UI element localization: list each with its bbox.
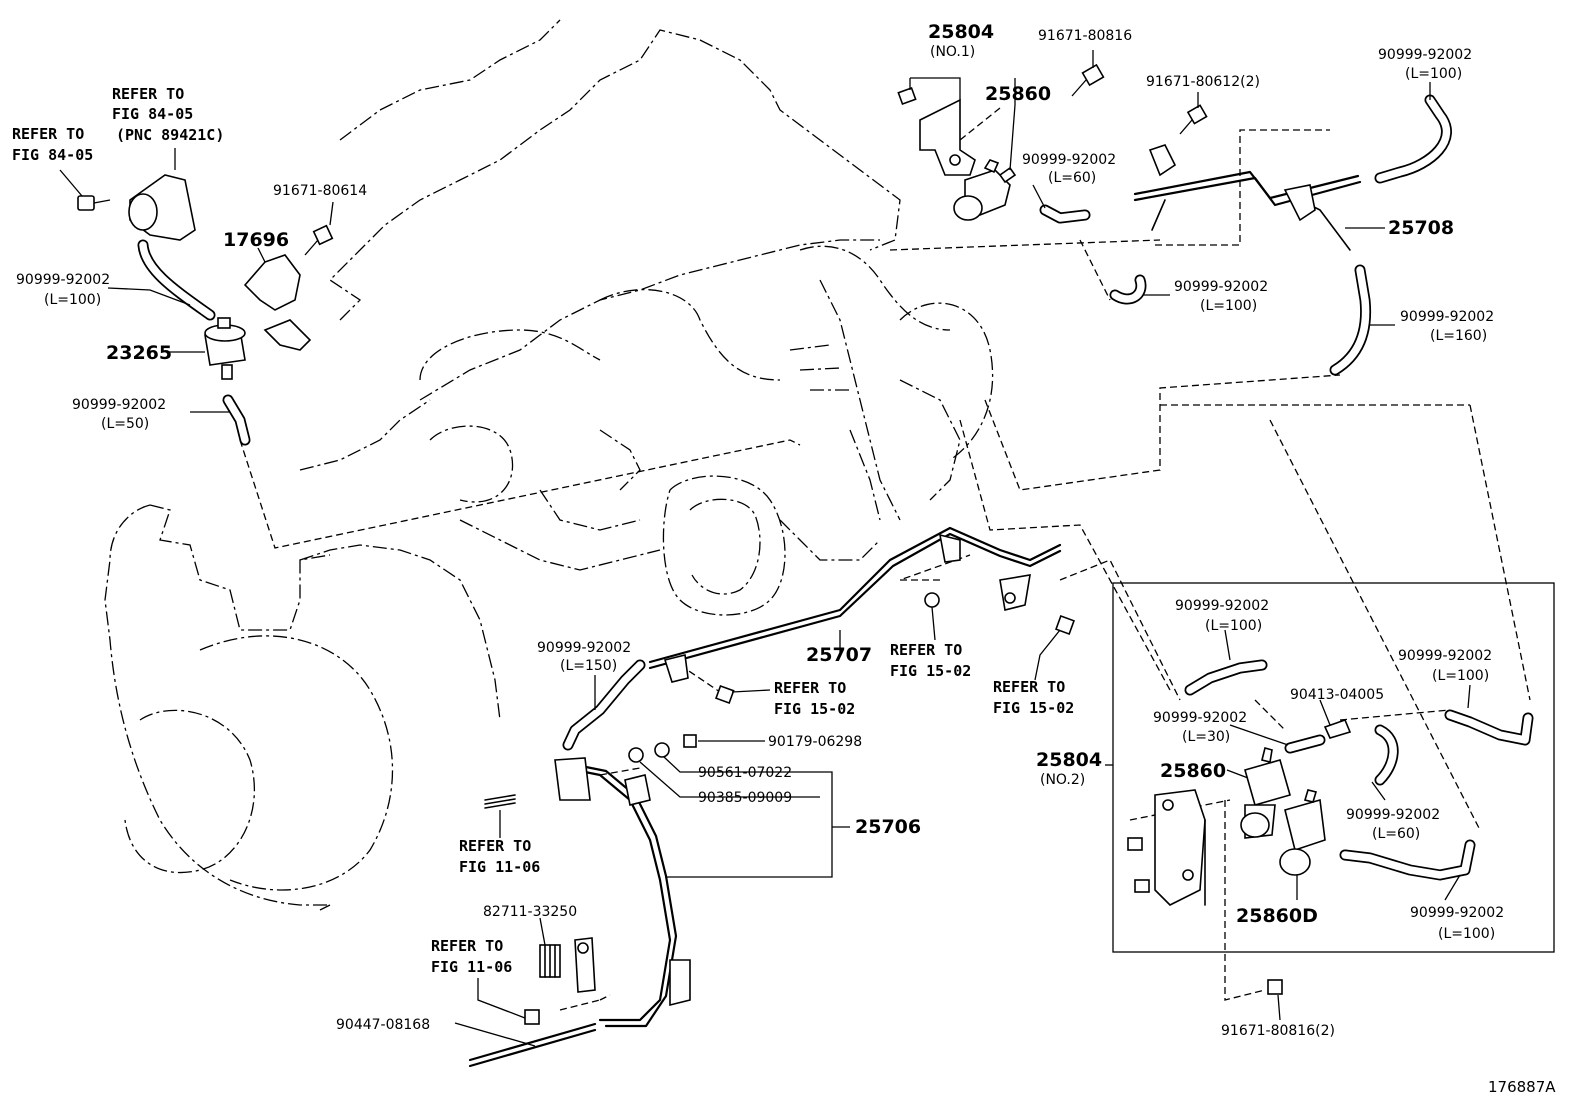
label-hose-c-sub: (L=100) bbox=[1200, 298, 1257, 314]
label-hose-d-sub: (L=160) bbox=[1430, 328, 1487, 344]
label-refer-84-05-a-3: (PNC 89421C) bbox=[116, 126, 224, 144]
label-91671-80612: 91671-80612(2) bbox=[1146, 74, 1260, 90]
labels: 25804 (NO.1) 91671-80816 91671-80612(2) … bbox=[12, 21, 1556, 1096]
label-82711-33250: 82711-33250 bbox=[483, 904, 577, 920]
label-hose-e-sub: (L=100) bbox=[44, 292, 101, 308]
label-hose-e: 90999-92002 bbox=[16, 272, 110, 288]
label-refer-84-05-b-1: REFER TO bbox=[12, 125, 84, 143]
pipe-25708 bbox=[1133, 144, 1362, 251]
label-25706: 25706 bbox=[855, 816, 921, 838]
label-25804-no2-sub: (NO.2) bbox=[1040, 772, 1085, 788]
label-91671-80816-top: 91671-80816 bbox=[1038, 28, 1132, 44]
label-25860-top: 25860 bbox=[985, 83, 1051, 105]
label-25804-no1: 25804 bbox=[928, 21, 994, 43]
label-refer-15-02-b-2: FIG 15-02 bbox=[774, 700, 855, 718]
label-hose-i-sub: (L=30) bbox=[1182, 729, 1230, 745]
label-90561-07022: 90561-07022 bbox=[698, 765, 792, 781]
label-hose-a-sub: (L=100) bbox=[1405, 66, 1462, 82]
label-hose-k-sub: (L=60) bbox=[1372, 826, 1420, 842]
label-hose-h-sub: (L=100) bbox=[1205, 618, 1262, 634]
transmission-outline bbox=[104, 504, 501, 911]
label-hose-f-sub: (L=50) bbox=[101, 416, 149, 432]
hose-150 bbox=[562, 659, 646, 751]
connection-lines bbox=[239, 107, 1531, 1011]
label-90447-08168: 90447-08168 bbox=[336, 1017, 430, 1033]
hoses-top bbox=[1039, 94, 1452, 376]
label-25708: 25708 bbox=[1388, 217, 1454, 239]
label-hose-l: 90999-92002 bbox=[1410, 905, 1504, 921]
vsv-no2-box bbox=[1112, 582, 1555, 995]
vsv-top-assembly bbox=[897, 63, 1208, 221]
figure-id: 176887A bbox=[1488, 1078, 1556, 1096]
label-refer-15-02-b-1: REFER TO bbox=[774, 679, 846, 697]
label-refer-15-02-c-1: REFER TO bbox=[993, 678, 1065, 696]
label-refer-84-05-b-2: FIG 84-05 bbox=[12, 146, 93, 164]
label-25860-bot: 25860 bbox=[1160, 760, 1226, 782]
label-hose-k: 90999-92002 bbox=[1346, 807, 1440, 823]
label-refer-11-06-b-2: FIG 11-06 bbox=[431, 958, 512, 976]
label-hose-b-sub: (L=60) bbox=[1048, 170, 1096, 186]
pipe-25706 bbox=[468, 592, 1075, 1068]
label-hose-j: 90999-92002 bbox=[1398, 648, 1492, 664]
label-91671-80816-bot: 91671-80816(2) bbox=[1221, 1023, 1335, 1039]
label-hose-j-sub: (L=100) bbox=[1432, 668, 1489, 684]
label-hose-g: 90999-92002 bbox=[537, 640, 631, 656]
label-hose-i: 90999-92002 bbox=[1153, 710, 1247, 726]
left-upper-parts bbox=[77, 174, 334, 446]
label-90385-09009: 90385-09009 bbox=[698, 790, 792, 806]
label-hose-f: 90999-92002 bbox=[72, 397, 166, 413]
label-25804-no1-sub: (NO.1) bbox=[930, 44, 975, 60]
label-hose-g-sub: (L=150) bbox=[560, 658, 617, 674]
pipe-25707 bbox=[648, 526, 1062, 683]
leader-lines bbox=[59, 50, 1471, 1047]
label-hose-d: 90999-92002 bbox=[1400, 309, 1494, 325]
label-refer-15-02-a-2: FIG 15-02 bbox=[890, 662, 971, 680]
label-hose-h: 90999-92002 bbox=[1175, 598, 1269, 614]
label-25860D: 25860D bbox=[1236, 905, 1318, 927]
label-25804-no2: 25804 bbox=[1036, 749, 1102, 771]
label-17696: 17696 bbox=[223, 229, 289, 251]
label-90413-04005: 90413-04005 bbox=[1290, 687, 1384, 703]
label-hose-l-sub: (L=100) bbox=[1438, 926, 1495, 942]
label-hose-c: 90999-92002 bbox=[1174, 279, 1268, 295]
label-23265: 23265 bbox=[106, 342, 172, 364]
label-refer-11-06-a-1: REFER TO bbox=[459, 837, 531, 855]
label-refer-11-06-a-2: FIG 11-06 bbox=[459, 858, 540, 876]
label-refer-15-02-a-1: REFER TO bbox=[890, 641, 962, 659]
label-hose-a: 90999-92002 bbox=[1378, 47, 1472, 63]
label-91671-80614: 91671-80614 bbox=[273, 183, 367, 199]
engine-outline bbox=[299, 19, 994, 616]
label-25707: 25707 bbox=[806, 644, 872, 666]
label-refer-84-05-a-1: REFER TO bbox=[112, 85, 184, 103]
label-hose-b: 90999-92002 bbox=[1022, 152, 1116, 168]
label-refer-84-05-a-2: FIG 84-05 bbox=[112, 105, 193, 123]
label-refer-11-06-b-1: REFER TO bbox=[431, 937, 503, 955]
label-refer-15-02-c-2: FIG 15-02 bbox=[993, 699, 1074, 717]
label-90179-06298: 90179-06298 bbox=[768, 734, 862, 750]
